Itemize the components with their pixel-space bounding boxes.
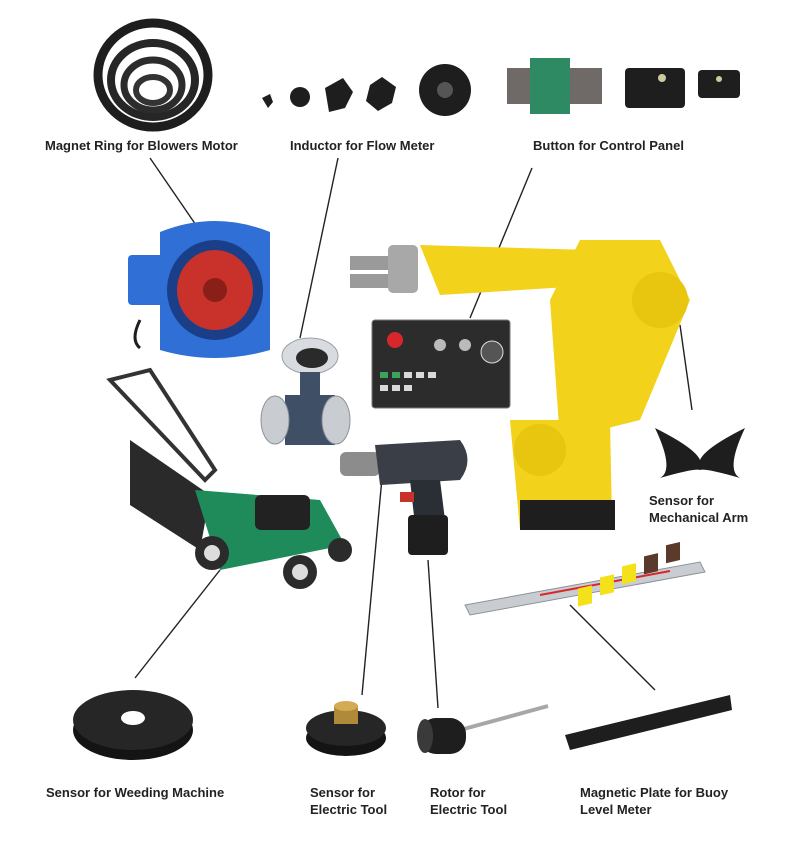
label-sensor-tool-line1: Sensor for [310, 785, 376, 800]
label-sensor-arm-line2: Mechanical Arm [649, 510, 749, 525]
rotor-icon [417, 704, 549, 754]
sensor-arm-icon [655, 428, 745, 478]
label-magnetic-plate-line1: Magnetic Plate for Buoy [580, 785, 729, 800]
label-rotor-tool-line2: Electric Tool [430, 802, 508, 817]
magnet-ring-icon [93, 18, 213, 132]
label-magnetic-plate-line2: Level Meter [580, 802, 652, 817]
robot-arm-icon [350, 240, 690, 530]
label-magnetic-plate: Magnetic Plate for Buoy Level Meter [580, 784, 728, 818]
control-button-icon [507, 58, 740, 114]
magnetic-plate-icon [565, 542, 732, 750]
connector-lines [134, 157, 693, 709]
sensor-tool-icon [306, 701, 386, 756]
sensor-disc-icon [73, 690, 193, 760]
label-rotor-tool-line1: Rotor for [430, 785, 486, 800]
drill-icon [340, 440, 468, 555]
label-magnet-ring: Magnet Ring for Blowers Motor [45, 138, 238, 153]
blower-icon [128, 221, 270, 358]
label-sensor-tool: Sensor for Electric Tool [310, 784, 387, 818]
label-rotor-tool: Rotor for Electric Tool [430, 784, 507, 818]
label-button: Button for Control Panel [533, 138, 684, 153]
inductor-icon [262, 64, 471, 116]
control-panel-icon [371, 319, 511, 409]
label-sensor-arm-line1: Sensor for [649, 493, 715, 508]
label-sensor-tool-line2: Electric Tool [310, 802, 388, 817]
label-sensor-weeding: Sensor for Weeding Machine [46, 785, 225, 800]
mower-icon [106, 367, 352, 589]
label-inductor: Inductor for Flow Meter [290, 138, 435, 153]
flow-meter-icon [260, 337, 351, 445]
label-sensor-arm: Sensor for Mechanical Arm [649, 492, 748, 526]
